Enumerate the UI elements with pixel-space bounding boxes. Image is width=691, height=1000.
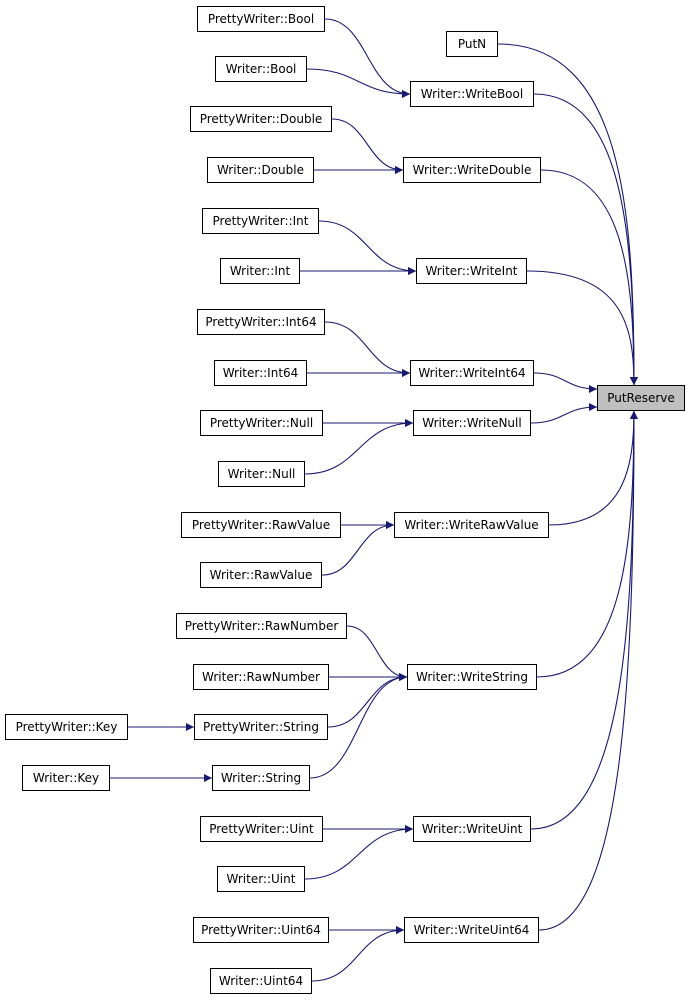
edge-writebool-to-putreserve <box>533 93 638 386</box>
node-prettywriter-null[interactable]: PrettyWriter::Null <box>200 410 323 436</box>
node-writer-rawvalue[interactable]: Writer::RawValue <box>200 562 322 588</box>
edge-writestring-to-putreserve <box>536 410 638 678</box>
node-writer-uint64[interactable]: Writer::Uint64 <box>210 968 312 994</box>
node-writer-int64[interactable]: Writer::Int64 <box>214 360 307 386</box>
node-writer-key[interactable]: Writer::Key <box>22 765 110 791</box>
node-writer-writenull[interactable]: Writer::WriteNull <box>413 410 531 436</box>
node-writer-writedouble[interactable]: Writer::WriteDouble <box>403 157 541 183</box>
node-writer-string[interactable]: Writer::String <box>212 765 310 791</box>
node-prettywriter-uint[interactable]: PrettyWriter::Uint <box>200 816 323 842</box>
edge-w_null-to-writenull <box>304 419 414 475</box>
node-writer-int[interactable]: Writer::Int <box>220 258 300 284</box>
edge-writerawvalue-to-putreserve <box>548 410 638 526</box>
node-writer-rawnumber[interactable]: Writer::RawNumber <box>193 664 329 690</box>
node-writer-writeint[interactable]: Writer::WriteInt <box>416 258 527 284</box>
node-writer-writeint64[interactable]: Writer::WriteInt64 <box>410 360 534 386</box>
node-writer-writerawvalue[interactable]: Writer::WriteRawValue <box>394 512 549 538</box>
node-putreserve[interactable]: PutReserve <box>597 385 685 411</box>
node-writer-double[interactable]: Writer::Double <box>207 157 314 183</box>
edge-w_rawvalue-to-writerawvalue <box>321 521 395 576</box>
node-prettywriter-int[interactable]: PrettyWriter::Int <box>202 208 319 234</box>
node-prettywriter-double[interactable]: PrettyWriter::Double <box>190 106 332 132</box>
node-writer-bool[interactable]: Writer::Bool <box>215 56 307 82</box>
edge-pw_int-to-writeint <box>318 220 417 275</box>
node-prettywriter-bool[interactable]: PrettyWriter::Bool <box>197 6 325 32</box>
edge-w_uint64-to-writeuint64 <box>311 926 405 982</box>
edge-w_bool-to-writebool <box>306 68 411 98</box>
edge-w_string-to-writestring <box>309 673 408 779</box>
edge-pw_bool-to-writebool <box>324 18 411 98</box>
edge-pw_int64-to-writeint64 <box>324 321 411 377</box>
node-writer-uint[interactable]: Writer::Uint <box>217 866 305 892</box>
edge-writeint-to-putreserve <box>526 270 638 386</box>
node-prettywriter-int64[interactable]: PrettyWriter::Int64 <box>197 309 325 335</box>
edge-writeint64-to-putreserve <box>533 372 598 393</box>
edge-writedouble-to-putreserve <box>540 169 638 386</box>
node-writer-writestring[interactable]: Writer::WriteString <box>407 664 537 690</box>
node-writer-writeuint[interactable]: Writer::WriteUint <box>413 816 531 842</box>
edge-writeuint64-to-putreserve <box>538 410 638 931</box>
node-putn[interactable]: PutN <box>446 31 498 57</box>
node-prettywriter-rawvalue[interactable]: PrettyWriter::RawValue <box>181 512 341 538</box>
node-prettywriter-key[interactable]: PrettyWriter::Key <box>5 714 128 740</box>
node-prettywriter-string[interactable]: PrettyWriter::String <box>194 714 328 740</box>
edge-writenull-to-putreserve <box>530 403 598 424</box>
edge-pw_string-to-writestring <box>327 673 408 728</box>
edge-pw_rawnumber-to-writestring <box>346 625 408 681</box>
node-writer-writeuint64[interactable]: Writer::WriteUint64 <box>404 917 539 943</box>
node-writer-writebool[interactable]: Writer::WriteBool <box>410 81 534 107</box>
node-prettywriter-uint64[interactable]: PrettyWriter::Uint64 <box>193 917 329 943</box>
node-writer-null[interactable]: Writer::Null <box>218 461 305 487</box>
node-prettywriter-rawnumber[interactable]: PrettyWriter::RawNumber <box>176 613 347 639</box>
edge-w_uint-to-writeuint <box>304 825 414 880</box>
edge-pw_double-to-writedouble <box>331 118 404 174</box>
